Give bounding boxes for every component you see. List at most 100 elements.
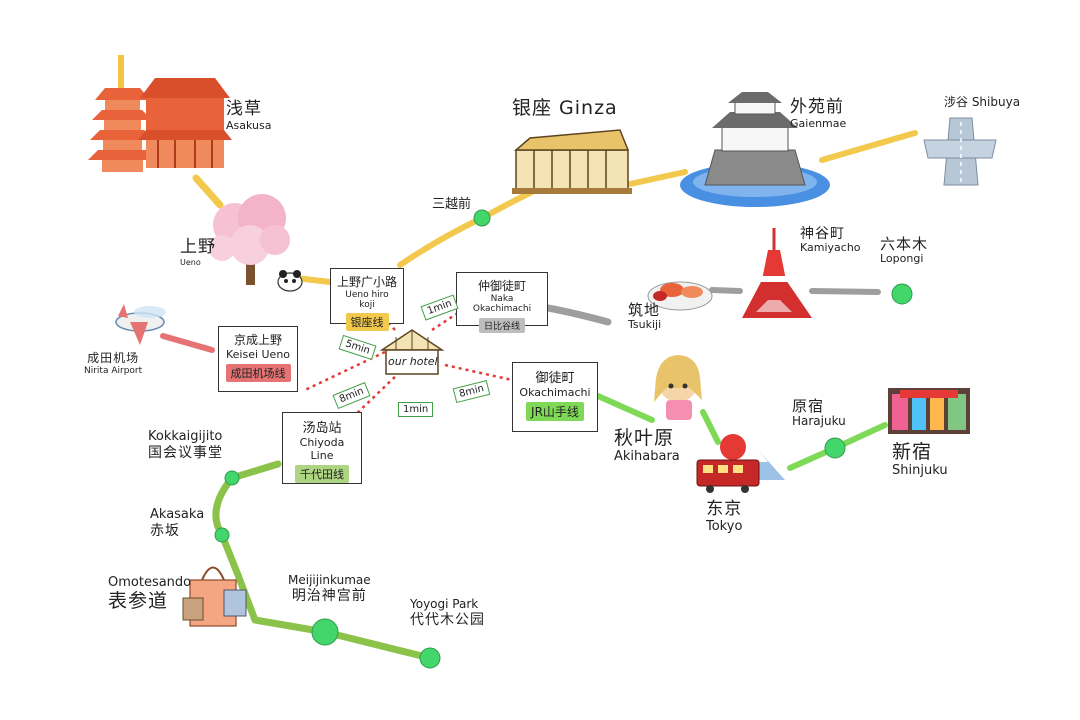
yushima-en: Chiyoda Line [299, 436, 345, 462]
label-kokkai: Kokkaigijito 国会议事堂 [148, 429, 223, 461]
akasaka-cn: 赤坂 [150, 522, 180, 539]
kamiyacho-en: Kamiyacho [800, 241, 861, 255]
ueno-en: Ueno [180, 257, 201, 267]
hibiya-line-kamiyacho-roppongi [809, 288, 881, 295]
station-dot-kokkai [224, 470, 240, 486]
tokyo-en: Tokyo [706, 518, 743, 534]
tokyo-cn: 东京 [706, 499, 743, 519]
ginza-line-ginza-gaienmae [627, 169, 688, 187]
station-dot-meiji [311, 618, 339, 646]
shinjuku-en: Shinjuku [892, 462, 948, 478]
label-akasaka: Akasaka 赤坂 [150, 507, 205, 539]
ginza-building-icon [512, 129, 632, 194]
ueno-hirokoji-cn: 上野广小路 [337, 275, 398, 289]
naka-okachimachi-en: Naka Okachimachi [472, 294, 532, 314]
seafood-icon [647, 281, 713, 311]
yoyogi-cn: 代代木公园 [410, 611, 485, 628]
yamanote-line-akihabara-tokyo [700, 409, 721, 445]
station-box-keisei-ueno: 京成上野 Keisei Ueno 成田机场线 [218, 326, 298, 392]
tsukiji-en: Tsukiji [628, 318, 662, 332]
label-kamiyacho: 神谷町 Kamiyacho [800, 226, 861, 255]
ueno-cn: 上野 [180, 237, 216, 257]
station-box-yushima: 汤岛站 Chiyoda Line 千代田线 [282, 412, 362, 484]
hibiya-line-west [544, 304, 612, 326]
keisei-ueno-cn: 京成上野 [233, 333, 282, 347]
hotel-label: our hotel [388, 355, 438, 368]
harajuku-en: Harajuku [792, 414, 846, 429]
label-omotesando: Omotesando 表参道 [108, 575, 192, 613]
naka-okachimachi-line: 日比谷线 [478, 318, 525, 333]
omotesando-en: Omotesando [108, 575, 192, 590]
label-mitsukoshimae: 三越前 [432, 197, 472, 212]
narita-line [160, 333, 215, 353]
hibiya-line-east [709, 287, 743, 294]
yoyogi-en: Yoyogi Park [410, 597, 479, 611]
label-akihabara: 秋叶原 Akihabara [614, 427, 680, 465]
shinjuku-street-icon [888, 388, 970, 434]
naka-okachimachi-cn: 仲御徒町 [477, 279, 526, 293]
tsukiji-cn: 筑地 [628, 301, 661, 319]
station-box-naka-okachimachi: 仲御徒町 Naka Okachimachi 日比谷线 [456, 272, 548, 333]
yushima-cn: 汤岛站 [302, 421, 342, 436]
okachimachi-line: JR山手线 [526, 402, 584, 421]
highway-icon [923, 117, 997, 186]
kokkai-en: Kokkaigijito [148, 429, 223, 444]
okachimachi-cn: 御徒町 [535, 371, 575, 386]
label-yoyogi: Yoyogi Park 代代木公园 [410, 597, 485, 628]
label-narita: 成田机场 Nirita Airport [84, 351, 142, 376]
station-dot-harajuku [824, 437, 846, 459]
anime-girl-icon [654, 355, 702, 420]
label-ueno: 上野 Ueno [180, 237, 216, 267]
meiji-en: Meijijinkumae [288, 573, 371, 587]
ueno-hirokoji-en: Ueno hiro koji [345, 290, 389, 310]
keisei-ueno-en: Keisei Ueno [225, 348, 291, 361]
label-tokyo: 东京 Tokyo [706, 499, 743, 534]
ueno-hirokoji-line: 银座线 [345, 313, 389, 331]
kamiyacho-cn: 神谷町 [800, 226, 845, 242]
train-fuji-icon [696, 434, 785, 493]
label-tsukiji: 筑地 Tsukiji [628, 301, 662, 332]
station-dot-yoyogi [419, 647, 441, 669]
walk-to-okachimachi [444, 363, 513, 382]
cherry-tree-icon [209, 194, 290, 285]
akihabara-cn: 秋叶原 [614, 427, 675, 449]
label-harajuku: 原宿 Harajuku [792, 397, 846, 429]
roppongi-en: Lopongi [880, 252, 924, 266]
station-dot-akasaka [214, 527, 230, 543]
keisei-ueno-line: 成田机场线 [225, 364, 291, 382]
castle-icon [680, 92, 830, 207]
station-box-okachimachi: 御徒町 Okachimachi JR山手线 [512, 362, 598, 432]
akasaka-en: Akasaka [150, 507, 205, 522]
yushima-line: 千代田线 [295, 465, 349, 483]
yamanote-line-okachimachi-akihabara [595, 393, 655, 423]
asakusa-en: Asakusa [226, 118, 272, 132]
walk-to-keisei-ueno [304, 350, 386, 392]
akihabara-en: Akihabara [614, 448, 680, 464]
label-roppongi: 六本木 Lopongi [880, 235, 928, 266]
omotesando-cn: 表参道 [108, 589, 169, 612]
label-ginza: 银座 Ginza [512, 97, 618, 119]
station-dots [214, 209, 913, 669]
okachimachi-en: Okachimachi [519, 386, 591, 399]
gaienmae-cn: 外苑前 [790, 97, 844, 117]
narita-cn: 成田机场 [87, 351, 140, 365]
label-asakusa: 浅草 Asakusa [226, 99, 272, 132]
gaienmae-en: Gaienmae [790, 116, 847, 130]
ginza-line-gaienmae-shibuya [819, 130, 918, 163]
label-shibuya: 涉谷 Shibuya [944, 95, 1021, 109]
station-box-ueno-hirokoji: 上野广小路 Ueno hiro koji 银座线 [330, 268, 404, 331]
pagoda-icon [88, 55, 232, 172]
label-meiji: Meijijinkumae 明治神宫前 [288, 573, 371, 604]
harajuku-cn: 原宿 [792, 397, 825, 415]
walk-time-yushima: 1min [398, 402, 434, 417]
meiji-cn: 明治神宫前 [291, 587, 367, 604]
ginza-line-asakusa-ueno [192, 174, 224, 209]
tokyo-tower-icon [742, 228, 812, 318]
station-dot-roppongi [891, 283, 913, 305]
label-shinjuku: 新宿 Shinjuku [892, 441, 948, 479]
panda-icon [277, 270, 303, 292]
asakusa-cn: 浅草 [226, 99, 262, 119]
shopping-bags-icon [182, 566, 247, 627]
